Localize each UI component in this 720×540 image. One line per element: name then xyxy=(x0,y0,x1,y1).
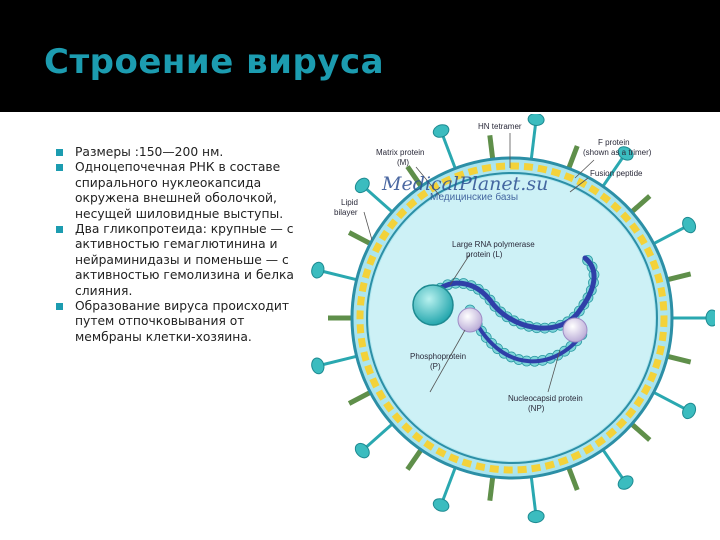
hn-spike-head xyxy=(682,216,697,234)
label-lipid: Lipid xyxy=(341,198,358,207)
hn-spike-head xyxy=(354,442,370,459)
hn-spike xyxy=(361,421,395,452)
virus-structure-diagram: HN tetramer F protein (shown as a trimer… xyxy=(311,114,715,524)
bullet-text: Два гликопротеида: крупные — с активност… xyxy=(75,222,294,298)
hn-spike-head xyxy=(617,146,634,161)
hn-spike xyxy=(317,354,359,368)
hn-spike-head xyxy=(311,261,325,279)
bullet-item: Одноцепочечная РНК в составе спирального… xyxy=(0,160,300,222)
f-protein-spike xyxy=(405,446,425,471)
label-f-protein-note: (shown as a trimer) xyxy=(583,148,652,157)
hn-spike-head xyxy=(432,124,450,138)
bullet-text: Размеры :150—200 нм. xyxy=(75,145,224,159)
f-protein-spike xyxy=(628,194,652,216)
phosphoprotein xyxy=(457,307,483,333)
f-protein-spike xyxy=(664,353,692,365)
hn-spike-head xyxy=(705,309,715,327)
hn-spike xyxy=(439,130,458,171)
label-fusion-peptide: Fusion peptide xyxy=(590,169,643,178)
bullet-text: Образование вируса происходит путем отпо… xyxy=(75,299,290,344)
polymerase-protein xyxy=(412,284,454,326)
hn-spike xyxy=(600,152,627,189)
label-phosphoprotein: Phosphoprotein xyxy=(410,352,466,361)
f-protein-spike xyxy=(347,230,374,247)
f-protein-spike xyxy=(405,165,425,190)
bullet-list: Размеры :150—200 нм. Одноцепочечная РНК … xyxy=(0,145,300,345)
hn-spike-head xyxy=(311,357,325,375)
hn-spike-head xyxy=(617,475,634,490)
hn-spike xyxy=(529,119,538,162)
label-polymerase: Large RNA polymerase xyxy=(452,240,535,249)
hn-spike-head xyxy=(354,177,370,194)
f-protein-spike xyxy=(664,271,692,283)
hn-spike xyxy=(600,447,627,484)
f-protein-spike xyxy=(347,389,374,406)
f-protein-spike xyxy=(565,145,580,172)
label-hn-tetramer: HN tetramer xyxy=(478,122,522,131)
label-nucleocapsid: Nucleocapsid protein xyxy=(508,394,583,403)
hn-spike-head xyxy=(682,402,697,420)
title-bar: Строение вируса xyxy=(0,0,720,112)
bullet-square-icon xyxy=(56,149,63,156)
f-protein-spike xyxy=(628,420,652,442)
phosphoprotein xyxy=(562,317,588,343)
hn-spike-head xyxy=(527,510,545,524)
label-f-protein: F protein xyxy=(598,138,630,147)
hn-spike xyxy=(439,465,458,506)
hn-spike-head xyxy=(432,498,450,512)
lipid-bilayer xyxy=(356,162,668,474)
label-phosphoprotein-code: (P) xyxy=(430,362,441,371)
label-nucleocapsid-code: (NP) xyxy=(528,404,545,413)
f-protein-spike xyxy=(487,474,496,501)
bullet-text: Одноцепочечная РНК в составе спирального… xyxy=(75,160,284,221)
hn-spike xyxy=(361,184,395,215)
bullet-square-icon xyxy=(56,164,63,172)
bullet-item: Два гликопротеида: крупные — с активност… xyxy=(0,222,300,299)
slide-title: Строение вируса xyxy=(44,42,385,82)
glycoprotein-spikes xyxy=(311,114,715,524)
hn-spike-head xyxy=(527,114,545,126)
hn-spike xyxy=(651,390,690,413)
bullet-item: Размеры :150—200 нм. xyxy=(0,145,300,160)
hn-spike xyxy=(651,223,690,246)
hn-spike xyxy=(317,268,359,282)
bullet-square-icon xyxy=(56,226,63,234)
label-polymerase-code: protein (L) xyxy=(466,250,503,259)
label-leaders xyxy=(363,133,595,393)
rna-strand xyxy=(427,255,597,331)
f-protein-spike xyxy=(487,135,496,162)
hn-spike xyxy=(529,474,538,517)
label-bilayer: bilayer xyxy=(334,208,358,217)
matrix-protein-layer xyxy=(366,172,658,464)
bullet-item: Образование вируса происходит путем отпо… xyxy=(0,299,300,345)
f-protein-spike xyxy=(565,464,580,491)
label-matrix-protein: Matrix protein xyxy=(376,148,424,157)
rna-strand xyxy=(468,308,587,364)
bullet-square-icon xyxy=(56,303,63,311)
watermark-site: MedicalPlanet.su xyxy=(381,173,548,195)
label-matrix-protein-code: (M) xyxy=(397,158,409,167)
watermark-subtitle: Медицинские базы xyxy=(430,191,518,203)
